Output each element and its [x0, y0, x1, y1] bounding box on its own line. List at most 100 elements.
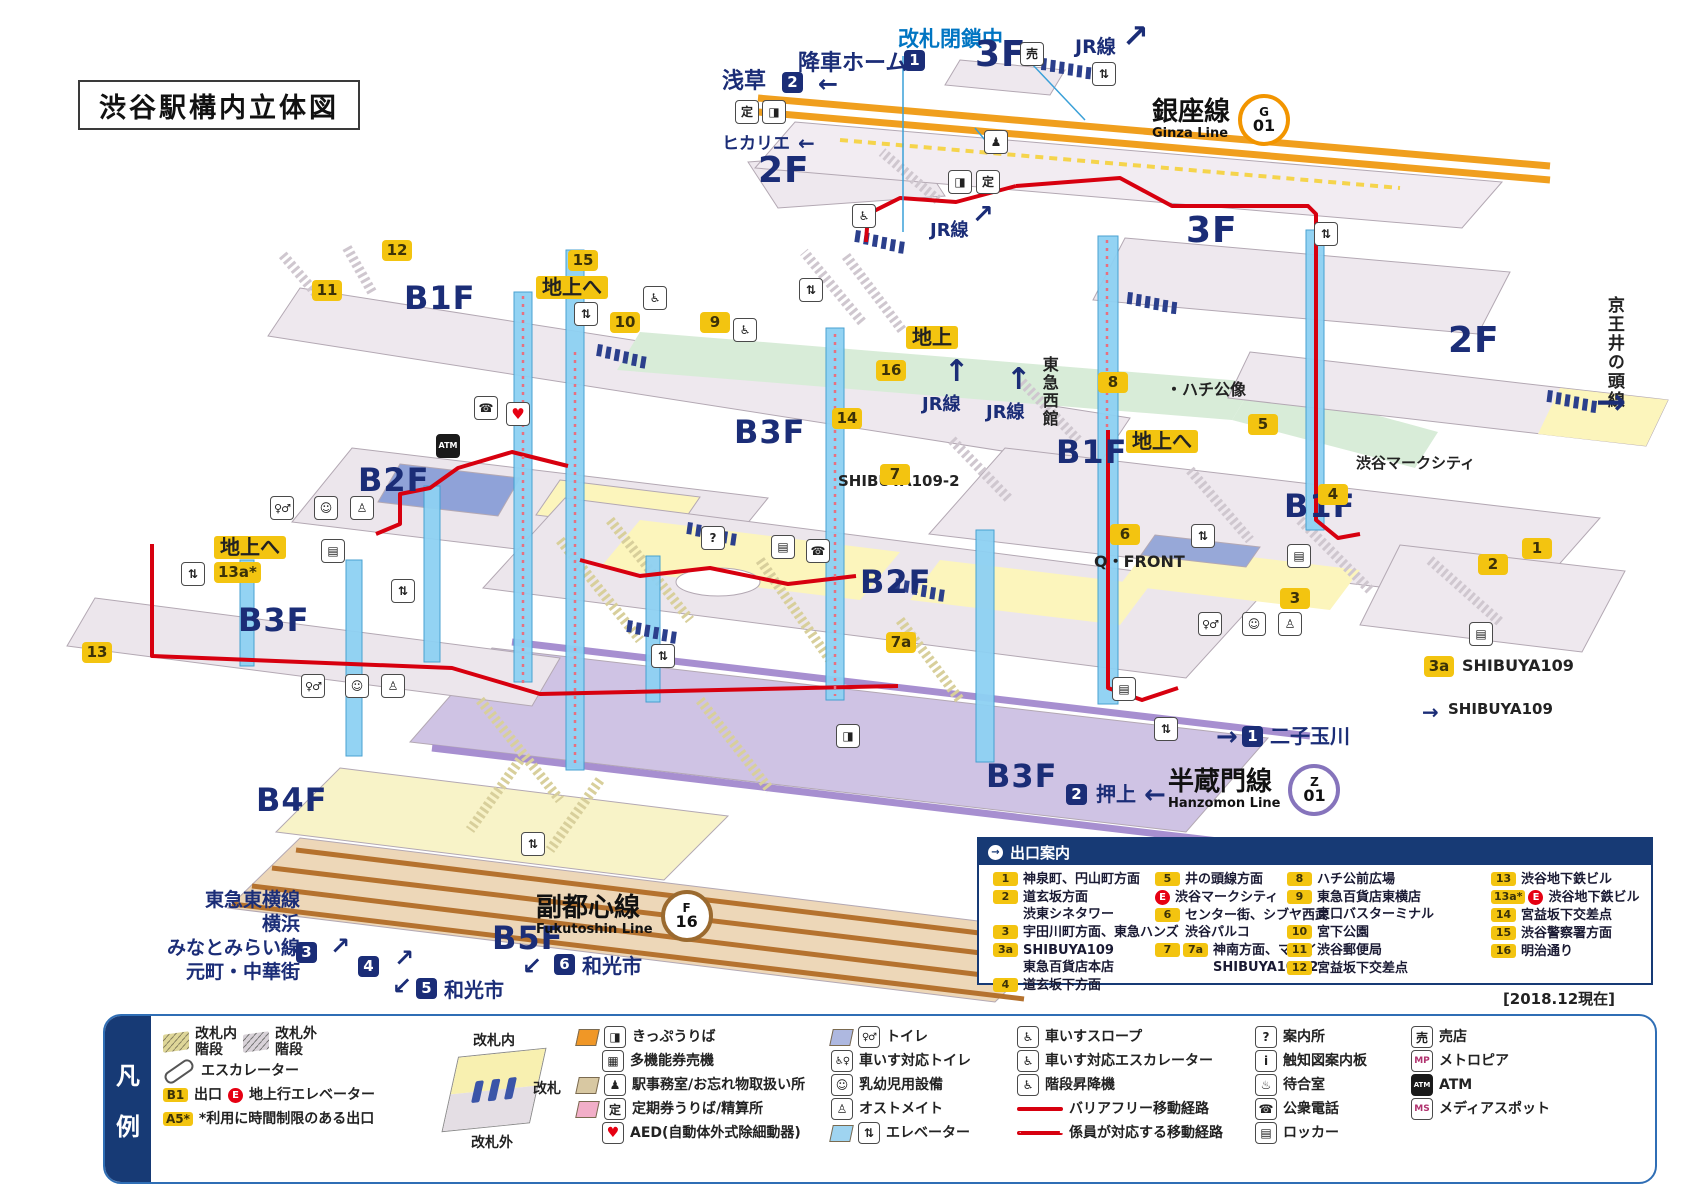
legend-label: ロッカー [1283, 1125, 1339, 1141]
stairs-outside-icon [243, 1031, 269, 1053]
toilet-icon: ♀♂ [301, 674, 325, 698]
floor-2f: 2F [758, 150, 810, 191]
legend-gate-diagram: 改札内 改札 改札外 [441, 1026, 563, 1156]
media-spot-icon: MS [1411, 1098, 1433, 1120]
exit-number-badge: 6 [1155, 908, 1180, 922]
exit-number-badge: 14 [1491, 908, 1516, 922]
exit-destination: 渋谷地下鉄ビル [1548, 890, 1640, 905]
ostomate-icon: ♙ [381, 674, 405, 698]
assisted-routes [521, 240, 1109, 766]
arrow-oshiage: ← [1144, 780, 1166, 810]
elevator-icon: ⇅ [858, 1122, 880, 1144]
legend-tab-char: 例 [116, 1113, 140, 1141]
legend-tab: 凡例 [105, 1016, 151, 1182]
facility-cube-icon [829, 1028, 854, 1046]
direction-badge-1: 1 [904, 50, 925, 71]
wheelchair-ramp-icon: ♿ [1017, 1026, 1039, 1048]
exit-number-badge: 2 [993, 890, 1018, 904]
legend-row: ◨きっぷうりば [575, 1026, 817, 1048]
legend-row: A5**利用に時間制限のある出口 [163, 1108, 431, 1130]
label-asakusa: 浅草 [722, 69, 767, 94]
exit-guide-row: 6 センター街、シブヤ西武渋谷パルコ [1155, 907, 1328, 941]
legend-label: ATM [1439, 1077, 1473, 1093]
arrow-jr-4: ↑ [1006, 362, 1032, 397]
arrow-wakoshi-6: ↙ [522, 952, 543, 980]
floor-b1f-left: B1F [404, 279, 476, 317]
ostomate-icon: ♙ [831, 1098, 853, 1120]
wheelchair-toilet-icon: ♿♀ [831, 1050, 853, 1072]
multifunction-ticket-machine-icon: ▦ [602, 1050, 624, 1072]
legend-row: ♿車いすスロープ [1017, 1026, 1241, 1048]
legend-label: 改札外 階段 [275, 1026, 317, 1058]
label-toyoko-lines: 東急東横線 横浜 みなとみらい線 元町・中華街 [166, 889, 300, 983]
label-keio-inokashira: 京王井の頭線 [1603, 296, 1624, 410]
toilet-icon: ♀♂ [858, 1026, 880, 1048]
nursery-icon: ☺ [831, 1074, 853, 1096]
arrow-futako: → [1216, 722, 1238, 752]
exit-badge-10: 10 [610, 312, 640, 333]
elevator-icon: ⇅ [574, 302, 598, 326]
arrow-asakusa: ← [818, 70, 839, 98]
exit-badge-2: 2 [1478, 554, 1508, 575]
legend-label: 定期券うりば/精算所 [632, 1101, 764, 1117]
floor-2f-right: 2F [1448, 320, 1500, 361]
elevator-icon: ⇅ [799, 278, 823, 302]
elevator-icon: ⇅ [181, 562, 205, 586]
atm-icon: ATM [436, 434, 460, 458]
legend-column-facilities: ♀♂トイレ♿♀車いす対応トイレ☺乳幼児用設備♙オストメイト⇅エレベーター [829, 1026, 1003, 1144]
exit-destination: センター街、シブヤ西武渋谷パルコ [1185, 908, 1329, 940]
locker-icon: ▤ [321, 539, 345, 563]
exit-badge-16: 16 [876, 360, 906, 381]
station-isometric-illustration [66, 56, 1669, 1003]
exit-code-badge: A5* [163, 1112, 193, 1126]
legend-row: ☺乳幼児用設備 [831, 1074, 1003, 1096]
facility-cube-icon [575, 1076, 600, 1094]
station-office-icon: ♟ [984, 130, 1008, 154]
public-phone-icon: ☎ [474, 396, 498, 420]
legend-column-accessibility: ♿車いすスロープ♿車いす対応エスカレーター♿階段昇降機バリアフリー移動経路係員が… [1017, 1026, 1241, 1144]
legend-label: 車いす対応トイレ [859, 1053, 971, 1069]
arrow-jr-3: ↑ [944, 354, 970, 389]
facility-cube-icon [575, 1100, 600, 1118]
locker-icon: ▤ [771, 535, 795, 559]
exit-number-badge: 11 [1287, 943, 1312, 957]
elevator-icon: ⇅ [391, 579, 415, 603]
gate-label: 改札 [533, 1081, 561, 1097]
elevator-icon: ⇅ [521, 832, 545, 856]
commuter-pass-office-icon: 定 [604, 1098, 626, 1120]
exit-destination: 神泉町、円山町方面 [1023, 872, 1141, 887]
legend-row: バリアフリー移動経路 [1017, 1098, 1241, 1120]
exit-destination: 道玄坂方面渋東シネタワー [1023, 890, 1115, 922]
to-ground-tag: 地上へ [536, 276, 608, 299]
exit-guide-title: 出口案内 [1010, 843, 1071, 862]
legend-label: 駅事務室/お忘れ物取扱い所 [632, 1077, 806, 1093]
exit-number-badge: 3a [993, 943, 1018, 957]
metropia-icon: MP [1411, 1050, 1433, 1072]
legend-label: エスカレーター [201, 1063, 299, 1079]
wheelchair-icon: ♿ [852, 204, 876, 228]
label-mark-city: 渋谷マークシティ [1356, 454, 1476, 472]
label-jr-line: JR線 [1075, 36, 1116, 58]
as-of-date: [2018.12現在] [1502, 990, 1615, 1008]
exit-badge-14: 14 [832, 408, 862, 429]
elevator-icon: ⇅ [1154, 717, 1178, 741]
direction-badge-1: 1 [1242, 726, 1263, 747]
exit-number-badge: 7a [1183, 943, 1208, 957]
exit-badge-12: 12 [382, 240, 412, 261]
legend-row: ♙オストメイト [831, 1098, 1003, 1120]
legend-row: ▤ロッカー [1255, 1122, 1397, 1144]
legend-column-ticketing: ◨きっぷうりば▦多機能券売機♟駅事務室/お忘れ物取扱い所定定期券うりば/精算所♥… [575, 1026, 817, 1144]
exit-guide-header: → 出口案内 [979, 839, 1651, 865]
